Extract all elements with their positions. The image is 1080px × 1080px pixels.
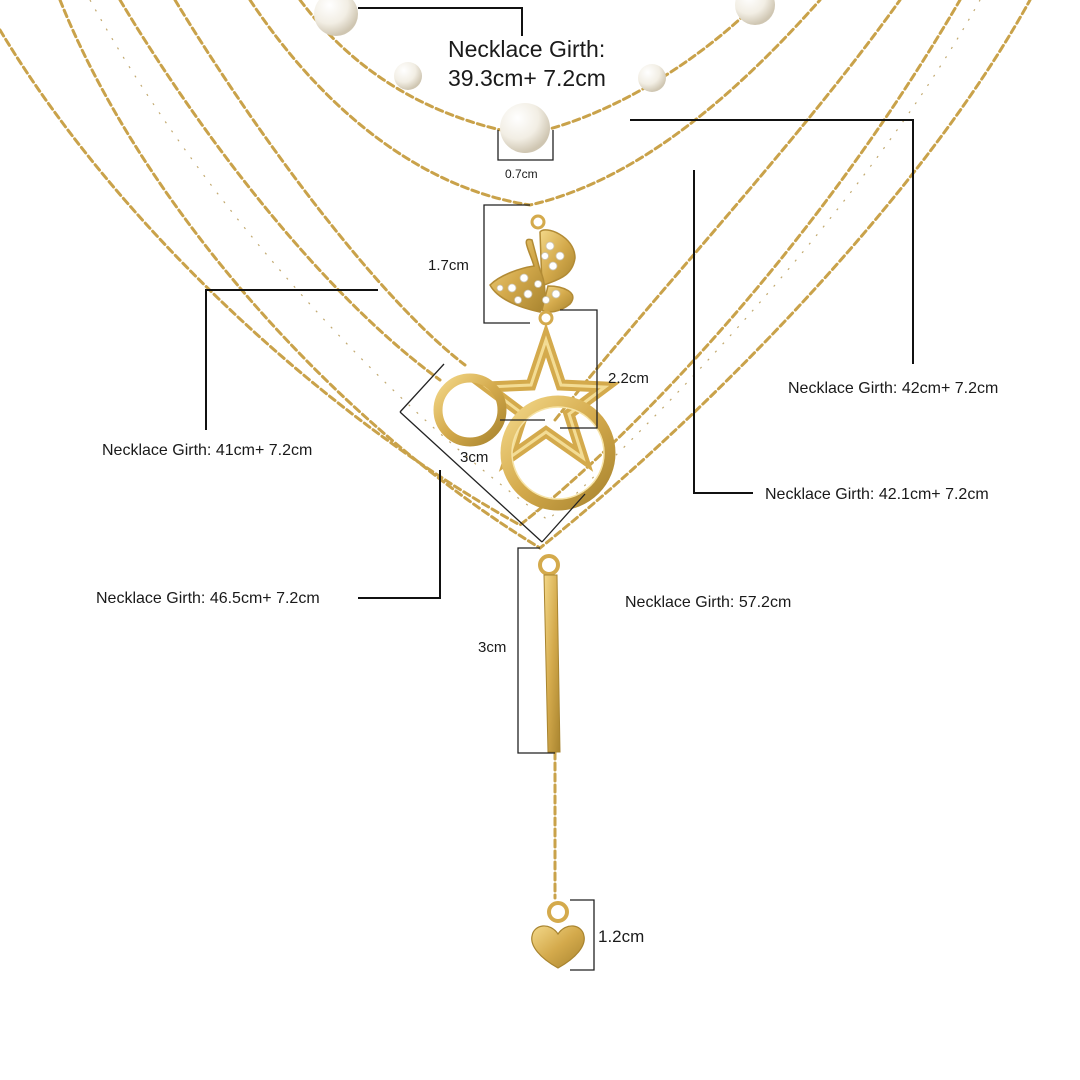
pearl-icon [394, 62, 422, 90]
chain-outer [0, 0, 962, 527]
leader-41 [205, 289, 378, 430]
leader-top [358, 7, 523, 36]
butterfly-size-label: 1.7cm [428, 257, 469, 274]
leader-46-5 [358, 470, 441, 599]
girth-top-title: Necklace Girth: [448, 36, 605, 62]
bar-size-label: 3cm [478, 639, 506, 656]
pearls [314, 0, 775, 153]
girth-57-2-label: Necklace Girth: 57.2cm [625, 594, 791, 611]
circle-size-label: 3cm [460, 449, 488, 466]
pearl-icon [638, 64, 666, 92]
girth-41-label: Necklace Girth: 41cm+ 7.2cm [102, 442, 312, 459]
heart-pendant-icon [531, 901, 585, 969]
girth-46-5-label: Necklace Girth: 46.5cm+ 7.2cm [96, 590, 320, 607]
pearl-icon [314, 0, 358, 36]
pearl-size-label: 0.7cm [505, 167, 538, 181]
butterfly-pendant-icon [489, 214, 576, 326]
pearl-icon [735, 0, 775, 25]
girth-42-1-label: Necklace Girth: 42.1cm+ 7.2cm [765, 486, 989, 503]
ring-pendant-icon [433, 373, 616, 511]
dimension-markers [399, 130, 598, 971]
star-size-label: 2.2cm [608, 370, 649, 387]
girth-42-label: Necklace Girth: 42cm+ 7.2cm [788, 380, 998, 397]
girth-top-value: 39.3cm+ 7.2cm [448, 65, 606, 91]
labels: Necklace Girth: 39.3cm+ 7.2cm 0.7cm 1.7c… [96, 36, 998, 946]
leader-lines [205, 7, 914, 599]
heart-size-label: 1.2cm [598, 927, 644, 946]
leader-42 [630, 119, 914, 364]
star-pendant-icon [471, 322, 621, 472]
leader-42-1 [693, 170, 753, 494]
bar-pendant-icon [538, 554, 561, 753]
pearl-icon [500, 103, 550, 153]
chain-small-ring [118, 0, 442, 382]
